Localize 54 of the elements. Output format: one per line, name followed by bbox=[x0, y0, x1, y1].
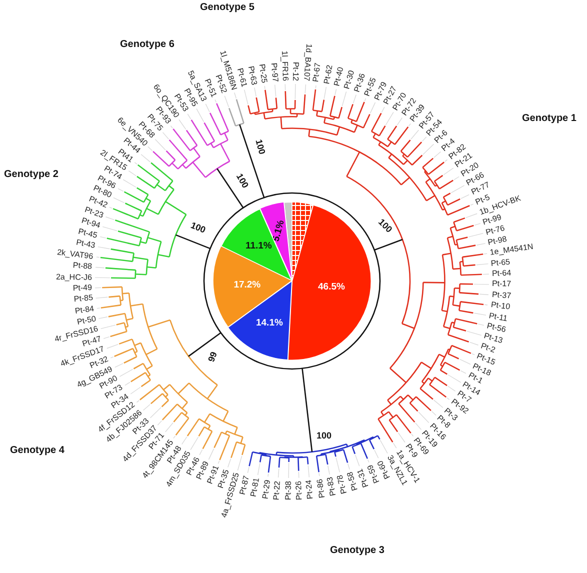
taxon-label: Pt-11 bbox=[488, 312, 508, 323]
taxon-label: Pt-45 bbox=[78, 228, 98, 240]
taxon-label: 1l_FR16 bbox=[280, 50, 290, 82]
taxon-label: Pt-97 bbox=[268, 62, 279, 82]
taxon-label: Pt-76 bbox=[485, 224, 506, 236]
taxon-label: Pt-38 bbox=[284, 480, 292, 500]
taxon-label: Pt-62 bbox=[322, 64, 334, 85]
taxon-label: Pt-37 bbox=[491, 290, 511, 300]
taxon-label: Pt-43 bbox=[76, 239, 96, 250]
taxon-label: Pt-10 bbox=[490, 301, 510, 312]
percentage-label: 11.1% bbox=[245, 242, 272, 252]
taxon-label: Pt-84 bbox=[74, 304, 94, 316]
clade-label: Genotype 5 bbox=[200, 3, 254, 13]
taxon-label: Pt-61 bbox=[235, 67, 248, 88]
percentage-label: 46.5% bbox=[318, 282, 345, 292]
taxon-label: Pt-49 bbox=[72, 284, 92, 293]
taxon-label: 2k_VAT96 bbox=[57, 248, 94, 261]
taxon-label: Pt-50 bbox=[76, 315, 96, 327]
bootstrap-value: 99 bbox=[206, 351, 219, 364]
taxon-label: Pt-64 bbox=[492, 269, 512, 278]
taxon-label: 2a_HC-J6 bbox=[56, 272, 92, 282]
taxon-label: Pt-83 bbox=[326, 476, 338, 497]
taxon-label: Pt-25 bbox=[258, 63, 268, 84]
taxon-label: Pt-67 bbox=[312, 63, 323, 83]
clade-label: Genotype 6 bbox=[120, 40, 174, 50]
bootstrap-value: 100 bbox=[253, 138, 266, 156]
clade-label: Genotype 2 bbox=[4, 170, 58, 180]
percentage-label: 5.1% bbox=[271, 219, 286, 242]
taxon-label: Pt-22 bbox=[272, 480, 282, 500]
taxon-label: Pt-88 bbox=[73, 262, 93, 272]
taxon-label: Pt-24 bbox=[305, 480, 316, 500]
taxon-label: Pt-12 bbox=[291, 62, 300, 82]
percentage-label: 17.2% bbox=[234, 280, 261, 290]
clade-label: Genotype 3 bbox=[330, 546, 384, 556]
taxon-label: Pt-86 bbox=[316, 478, 326, 499]
clade-label: Genotype 4 bbox=[10, 446, 64, 456]
taxon-label: 1d_BA107 bbox=[302, 44, 313, 82]
taxon-label: Pt-2 bbox=[480, 342, 496, 355]
taxon-label: Pt-85 bbox=[73, 294, 94, 304]
percentage-label: 14.1% bbox=[256, 318, 283, 328]
taxon-label: Pt-17 bbox=[492, 280, 512, 289]
taxon-label: Pt-26 bbox=[294, 480, 304, 500]
bootstrap-value: 100 bbox=[316, 431, 332, 440]
taxon-label: Pt-65 bbox=[490, 258, 511, 268]
bootstrap-value: 100 bbox=[234, 172, 250, 190]
bootstrap-value: 100 bbox=[189, 220, 207, 235]
taxon-label: Pt-81 bbox=[250, 477, 262, 498]
clade-label: Genotype 1 bbox=[522, 114, 576, 124]
taxon-label: Pt-87 bbox=[238, 474, 251, 496]
taxon-label: Pt-63 bbox=[246, 65, 258, 86]
bootstrap-value: 100 bbox=[376, 218, 394, 234]
taxon-label: Pt-29 bbox=[261, 479, 272, 499]
taxon-label: Pt-99 bbox=[482, 213, 503, 226]
taxon-label: Pt-94 bbox=[80, 216, 101, 230]
